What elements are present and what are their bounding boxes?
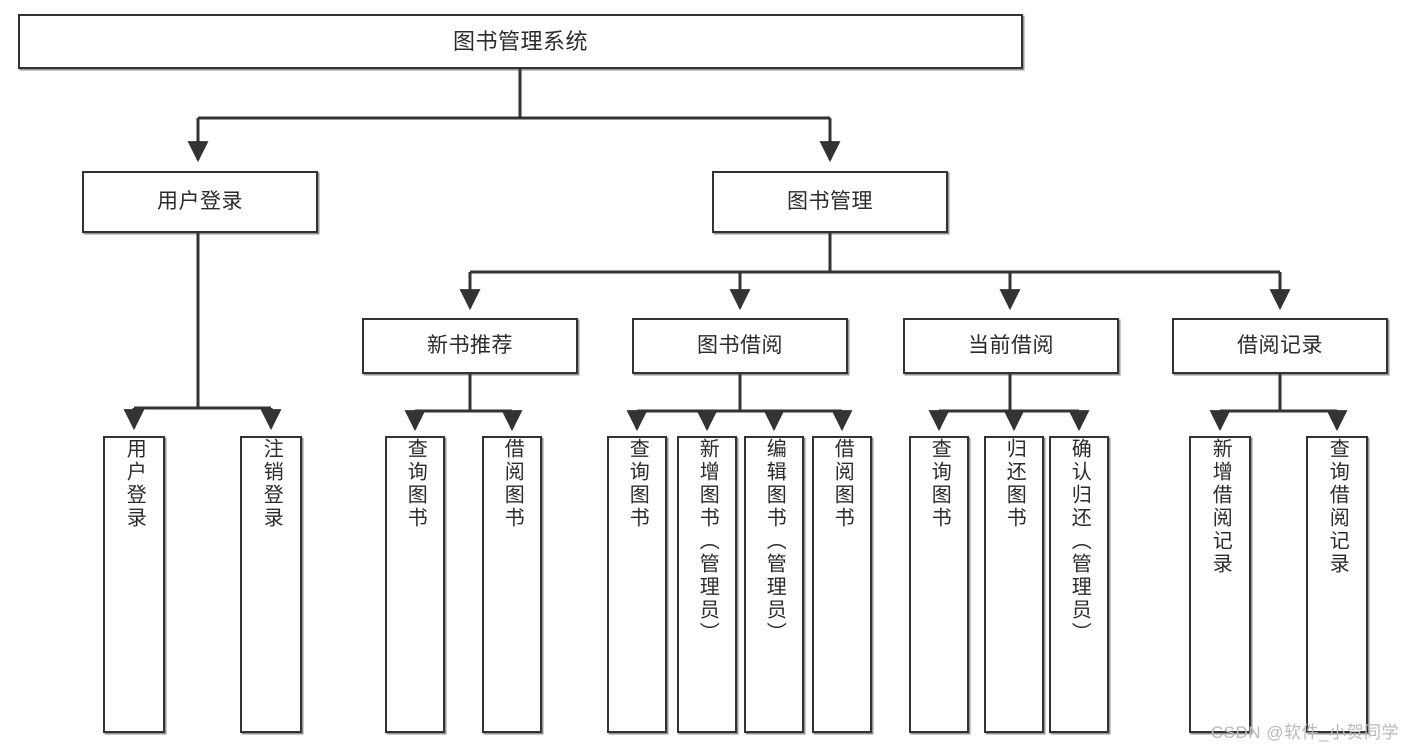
node-current-borrow-label: 当前借阅 xyxy=(968,333,1054,357)
leaf-add-borrow-record[interactable]: 新增借阅记录 xyxy=(1189,436,1251,733)
node-root-label: 图书管理系统 xyxy=(452,28,588,54)
node-root[interactable]: 图书管理系统 xyxy=(18,14,1023,69)
leaf-query-book-recommend-label: 查询图书 xyxy=(404,438,427,530)
leaf-borrow-book-label: 借阅图书 xyxy=(831,438,854,530)
leaf-edit-book-admin-label: 编辑图书（管理员） xyxy=(763,438,786,645)
node-borrow-record[interactable]: 借阅记录 xyxy=(1172,318,1388,374)
leaf-user-login-label: 用户登录 xyxy=(123,438,146,530)
node-borrow-record-label: 借阅记录 xyxy=(1237,333,1323,357)
leaf-user-login[interactable]: 用户登录 xyxy=(103,436,165,733)
node-new-book-recommend-label: 新书推荐 xyxy=(427,333,513,357)
node-book-borrow[interactable]: 图书借阅 xyxy=(632,318,848,374)
leaf-return-book[interactable]: 归还图书 xyxy=(984,436,1044,733)
node-user-login[interactable]: 用户登录 xyxy=(82,171,318,233)
leaf-query-book-current-label: 查询图书 xyxy=(928,438,951,530)
leaf-query-borrow-record[interactable]: 查询借阅记录 xyxy=(1306,436,1368,733)
leaf-logout-label: 注销登录 xyxy=(260,438,283,530)
leaf-logout[interactable]: 注销登录 xyxy=(240,436,302,733)
node-book-management[interactable]: 图书管理 xyxy=(712,171,948,233)
leaf-add-borrow-record-label: 新增借阅记录 xyxy=(1209,438,1232,576)
node-new-book-recommend[interactable]: 新书推荐 xyxy=(362,318,578,374)
leaf-confirm-return-admin[interactable]: 确认归还（管理员） xyxy=(1049,436,1109,733)
leaf-edit-book-admin[interactable]: 编辑图书（管理员） xyxy=(744,436,804,733)
leaf-borrow-book-recommend-label: 借阅图书 xyxy=(501,438,524,530)
leaf-return-book-label: 归还图书 xyxy=(1003,438,1026,530)
leaf-query-borrow-record-label: 查询借阅记录 xyxy=(1326,438,1349,576)
leaf-add-book-admin[interactable]: 新增图书（管理员） xyxy=(677,436,737,733)
leaf-query-book-current[interactable]: 查询图书 xyxy=(909,436,969,733)
node-user-login-label: 用户登录 xyxy=(157,189,243,213)
node-book-borrow-label: 图书借阅 xyxy=(697,333,783,357)
leaf-confirm-return-admin-label: 确认归还（管理员） xyxy=(1068,438,1091,645)
leaf-borrow-book[interactable]: 借阅图书 xyxy=(812,436,872,733)
node-current-borrow[interactable]: 当前借阅 xyxy=(903,318,1119,374)
leaf-query-book-borrow[interactable]: 查询图书 xyxy=(607,436,667,733)
leaf-borrow-book-recommend[interactable]: 借阅图书 xyxy=(482,436,542,733)
leaf-add-book-admin-label: 新增图书（管理员） xyxy=(696,438,719,645)
csdn-watermark: CSDN @软件_小贺同学 xyxy=(1210,723,1399,742)
leaf-query-book-recommend[interactable]: 查询图书 xyxy=(385,436,445,733)
leaf-query-book-borrow-label: 查询图书 xyxy=(626,438,649,530)
node-book-management-label: 图书管理 xyxy=(787,189,873,213)
